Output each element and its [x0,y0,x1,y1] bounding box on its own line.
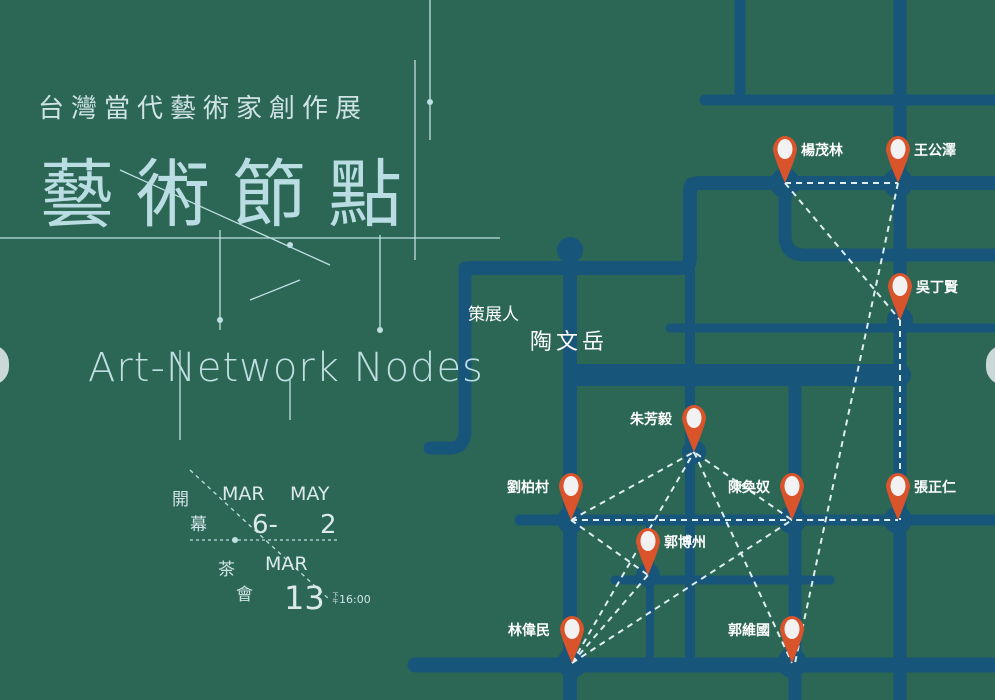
curator-name: 陶文岳 [530,330,609,355]
tea-day: 13 [284,579,325,617]
opening-month-end: MAY [290,483,330,505]
artist-name: 郭博州 [664,535,706,551]
artist-pin[interactable] [773,136,797,183]
artist-pin[interactable] [886,136,910,183]
artist-name: 劉柏村 [507,480,549,496]
tea-month: MAR [265,553,308,575]
carousel-prev-button[interactable] [0,345,9,385]
curator-label: 策展人 [468,305,519,325]
artist-pin[interactable] [780,473,804,520]
artist-name: 陳奐奴 [728,480,770,496]
tea-label-1: 茶 [218,560,235,580]
opening-day-end: 2 [320,510,337,540]
opening-month-start: MAR [222,483,265,505]
artist-name: 張正仁 [914,480,956,496]
tea-time: 16:00 [339,593,371,606]
tea-time-prefix: 下午 [331,592,338,604]
artist-name: 朱芳毅 [630,412,672,428]
artist-name: 王公澤 [914,143,956,159]
exhibition-title: 藝術節點 [40,152,424,238]
artist-pin[interactable] [636,528,660,575]
artist-name: 吳丁賢 [916,280,958,296]
carousel-next-button[interactable] [986,345,995,385]
opening-label-2: 幕 [190,515,207,535]
artist-name: 林偉民 [508,623,550,639]
artist-pin[interactable] [886,473,910,520]
artist-pin[interactable] [560,616,584,663]
artist-pin[interactable] [682,405,706,452]
opening-label-1: 開 [172,490,189,510]
artist-pin[interactable] [888,273,912,320]
opening-day-start: 6- [252,510,278,540]
exhibition-subtitle: 台灣當代藝術家創作展 [38,94,369,124]
artist-pin[interactable] [780,616,804,663]
tea-label-2: 會 [236,585,253,605]
artist-name: 郭維國 [728,623,770,639]
artist-name: 楊茂林 [801,143,843,159]
exhibition-title-en: Art-Network Nodes [88,345,484,391]
artist-pin[interactable] [559,473,583,520]
